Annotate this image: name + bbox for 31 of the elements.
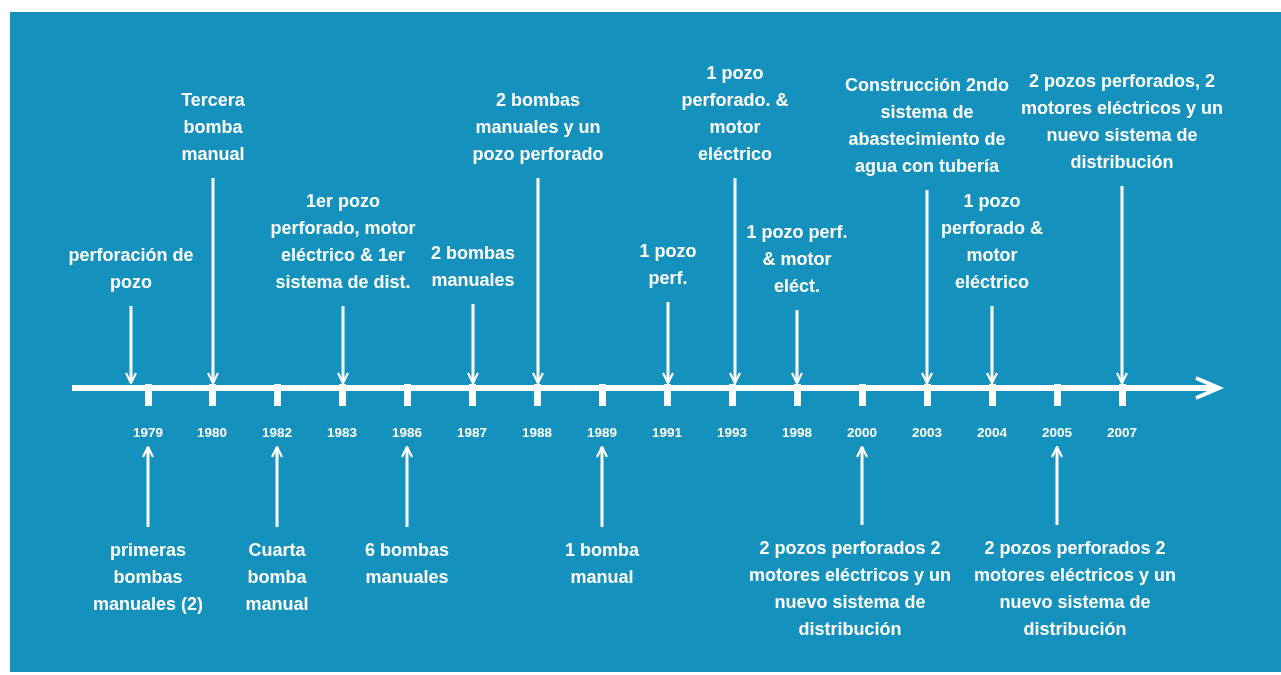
arrow [124,306,138,385]
arrow [400,445,414,527]
arrow [920,190,934,385]
arrow [1115,186,1129,385]
arrow [855,445,869,525]
arrow [985,306,999,385]
event-label: 2 bombas manuales y un pozo perforado [453,87,623,168]
event-label: 6 bombas manuales [342,537,472,591]
event-label: 1 pozo perf. [623,238,713,292]
event-label: 1 bomba manual [547,537,657,591]
event-label: Cuarta bomba manual [222,537,332,618]
event-label: Tercera bomba manual [158,87,268,168]
event-label: 1 pozo perforado. & motor eléctrico [675,60,795,168]
event-label: 1 pozo perforado & motor eléctrico [937,188,1047,296]
event-label: 1 pozo perf. & motor eléct. [742,219,852,300]
arrow [1050,445,1064,525]
arrow [336,306,350,385]
arrow [531,178,545,385]
arrow [661,302,675,385]
arrow [206,178,220,385]
arrow [595,445,609,527]
arrow [141,445,155,527]
event-label: perforación de pozo [66,242,196,296]
arrow [790,310,804,385]
arrow [466,304,480,385]
arrow [728,178,742,385]
event-label: 2 pozos perforados 2 motores eléctricos y un nuevo sistema de distribución [740,535,960,643]
event-label: primeras bombas manuales (2) [83,537,213,618]
event-label: 2 pozos perforados 2 motores eléctricos y un nuevo sistema de distribución [970,535,1180,643]
event-label: 2 pozos perforados, 2 motores eléctricos y un nuevo sistema de distribución [1017,68,1227,176]
arrow [270,445,284,527]
